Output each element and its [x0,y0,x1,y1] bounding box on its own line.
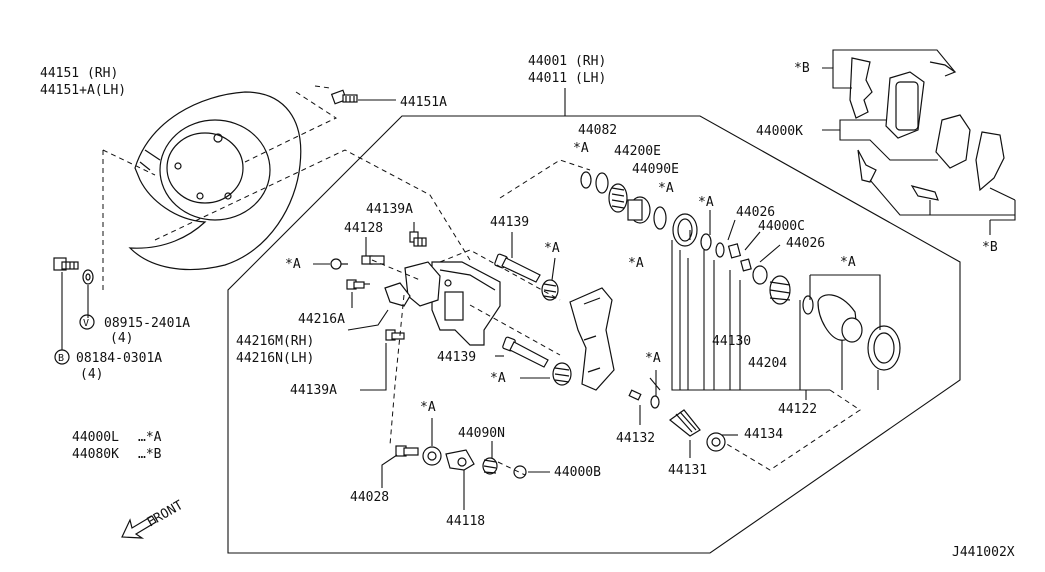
label-legend-b-mark: …*B [138,447,162,462]
label-mark-b-1: *B [794,61,810,76]
label-bleeder: 44139A [366,202,413,217]
label-bolt-qty: (4) [80,367,103,382]
parking-lever [669,409,726,452]
label-pin-1: 44139 [490,215,529,230]
label-caliper-rh: 44001 (RH) [528,54,606,69]
washer [82,269,94,285]
label-bleeder-2: 44139A [290,383,337,398]
label-mark-a-6: *A [544,241,560,256]
label-piston-seal-2: 44026 [786,236,825,251]
caliper-assembly-boundary [227,115,961,554]
label-washer: 08915-2401A [104,316,190,331]
bleeder-screw [409,231,427,247]
label-cable-bracket: 44118 [446,514,485,529]
label-mark-b-2: *B [982,240,998,255]
label-boot2: 44090E [632,162,679,177]
guide-pin-lower [502,336,572,386]
label-piston: 44122 [778,402,817,417]
label-legend-b-code: 44080K [72,447,119,462]
label-pad-kit: 44000K [756,124,803,139]
label-lever-bolt: 44132 [616,431,655,446]
cable-bracket-parts [395,445,527,479]
dust-shield [128,91,302,271]
mounting-bolt [53,257,79,271]
label-lever-nut: 44134 [744,427,783,442]
label-nut: 44000B [554,465,601,480]
guide-pin-upper [494,253,559,301]
caliper-bracket [569,287,615,391]
label-mark-a-2: *A [658,181,674,196]
label-mark-a-7: *A [285,257,301,272]
label-bolt-mark: B [58,353,64,364]
washer-mark-icon [79,314,95,330]
label-return-spring: 44090N [458,426,505,441]
label-adjuster: 44130 [712,334,751,349]
small-bolt-a [330,258,348,270]
label-mark-a-9: *A [645,351,661,366]
label-shield-bolt: 44151A [400,95,447,110]
label-boot: 44200E [614,144,661,159]
label-cable-pin: 44028 [350,490,389,505]
front-arrow-icon [121,515,157,539]
label-rod: 44204 [748,356,787,371]
label-lever: 44131 [668,463,707,478]
label-diagram-id: J441002X [952,545,1015,560]
label-mark-a-1: *A [573,141,589,156]
bolt-lower-44139a [385,329,405,341]
label-washer-mark: V [83,318,89,329]
label-shield-lh: 44151+A(LH) [40,83,126,98]
label-front: FRONT [145,498,187,531]
label-caliper-lh: 44011 (LH) [528,71,606,86]
label-piston-seal: 44026 [736,205,775,220]
seal-kit-parts [580,171,901,371]
shield-bolt [330,89,358,105]
label-pin-2: 44139 [437,350,476,365]
label-mark-a-8: *A [490,371,506,386]
label-bracket-lh: 44216N(LH) [236,351,314,366]
label-bolt: 08184-0301A [76,351,162,366]
label-mark-a-5: *A [628,256,644,271]
spring-bracket [384,261,441,307]
label-valve: 44128 [344,221,383,236]
label-legend-a-mark: …*A [138,430,162,445]
label-shield-rh: 44151 (RH) [40,66,118,81]
label-seal-kit: 44082 [578,123,617,138]
label-bracket-rh: 44216M(RH) [236,334,314,349]
label-washer-qty: (4) [110,331,133,346]
lever-bolt [628,389,660,409]
label-ring: 44000C [758,219,805,234]
caliper-body [431,261,501,346]
label-mark-a-3: *A [698,195,714,210]
bolt-44216a [346,279,365,290]
label-legend-a-code: 44000L [72,430,119,445]
bolt-mark-icon [54,349,70,365]
brake-pad-kit [822,49,1016,235]
label-mark-a-10: *A [420,400,436,415]
label-spring: 44216A [298,312,345,327]
label-group: 44151 (RH) 44151+A(LH) 44151A V 08915-24… [40,54,1015,560]
label-mark-a-4: *A [840,255,856,270]
